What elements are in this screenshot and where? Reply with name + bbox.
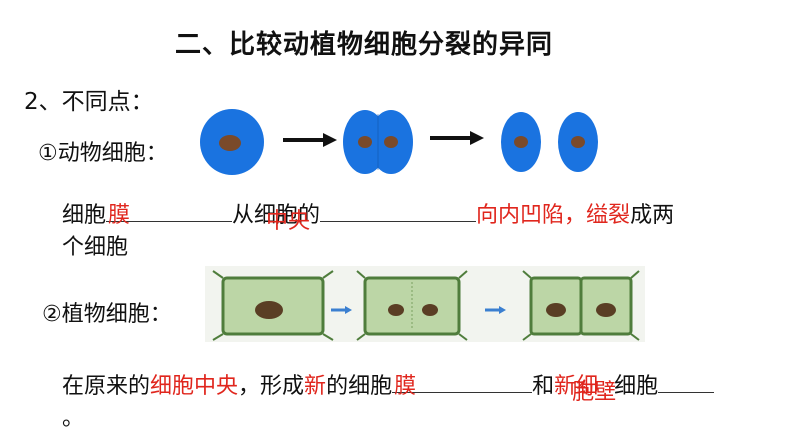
plant-answer-new-cell: 新细 (554, 374, 599, 399)
arrow-right-icon (485, 306, 506, 314)
section-subtitle: 2、不同点： (24, 89, 154, 115)
plant-cell-nucleus (255, 301, 283, 319)
animal-blank-2 (320, 199, 477, 222)
plant-blank-2 (658, 370, 715, 393)
page-title: 二、比较动植物细胞分裂的异同 (175, 30, 554, 60)
animal-cell-nucleus (571, 136, 585, 148)
plant-cell-division-diagram (205, 266, 645, 342)
animal-answer-center: 中央 (266, 209, 311, 234)
plant-cell-nucleus (388, 304, 404, 316)
animal-answer-membrane: 膜 (108, 203, 131, 228)
animal-cell-nucleus (219, 135, 241, 151)
plant-answer-cell-wall: 胞壁 (572, 380, 617, 405)
animal-sentence-line2: 个细胞 (62, 235, 129, 260)
plant-blank-1: 膜 (392, 370, 533, 399)
plant-cell-label: ②植物细胞： (42, 302, 172, 327)
plant-cell-nucleus (596, 303, 616, 317)
animal-cell-nucleus (384, 136, 398, 148)
arrow-right-icon (283, 133, 337, 147)
animal-sentence-line1: 细胞膜从细胞的中央向内凹陷，缢裂成两 (62, 197, 674, 234)
plant-sentence-line1: 在原来的细胞中央，形成新的细胞膜和新细胞壁细胞 (62, 368, 715, 405)
plant-sentence-line2: 。 (62, 406, 85, 431)
arrow-right-icon (430, 131, 484, 145)
plant-answer-center: 细胞中央 (150, 374, 239, 399)
animal-cell-nucleus (358, 136, 372, 148)
animal-blank-1: 膜 (106, 199, 233, 228)
animal-answer-invagination: 向内凹陷， (476, 203, 587, 228)
animal-cell-label: ①动物细胞： (38, 141, 168, 166)
animal-answer-pinch: 缢裂 (586, 203, 631, 228)
animal-cell-nucleus (514, 136, 528, 148)
plant-cell-nucleus (546, 303, 566, 317)
arrow-right-icon (331, 306, 352, 314)
animal-cell-division-diagram (200, 109, 598, 175)
plant-answer-membrane: 膜 (394, 374, 417, 399)
plant-cell-nucleus (422, 304, 438, 316)
plant-answer-new: 新 (304, 374, 327, 399)
